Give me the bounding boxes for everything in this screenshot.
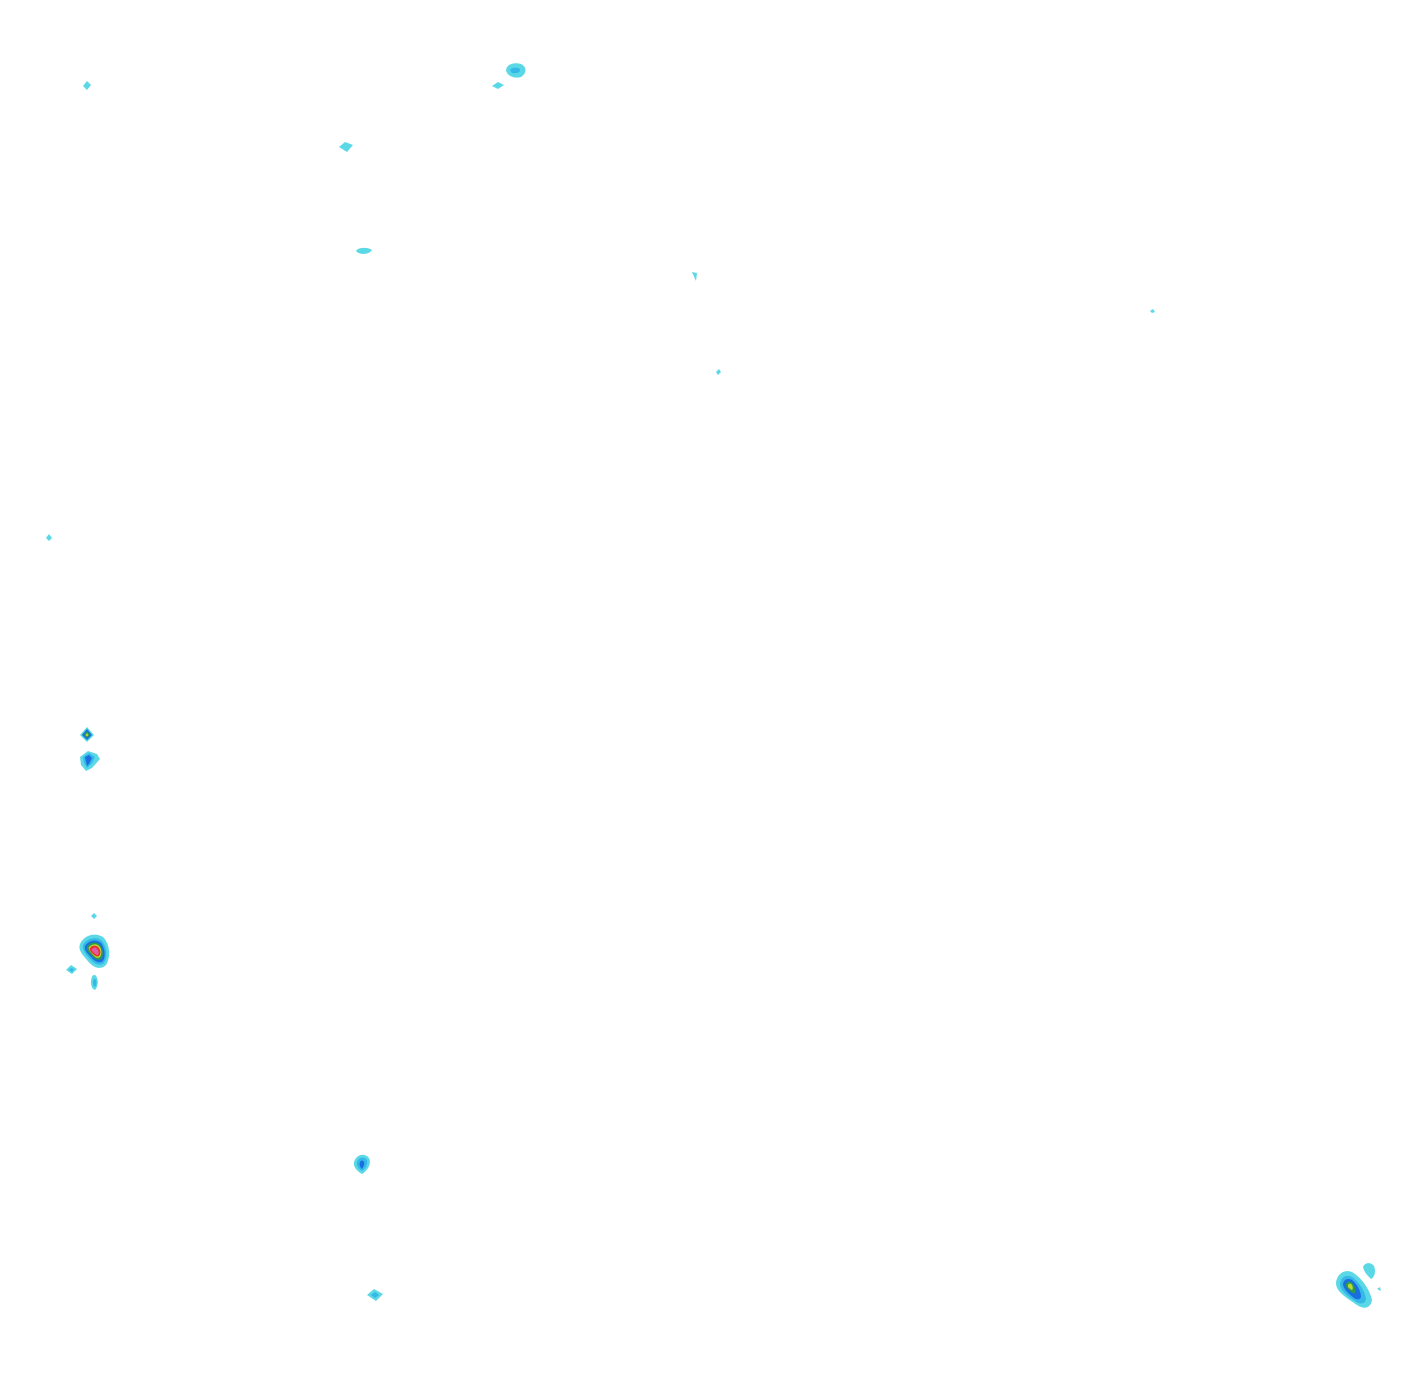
contour-blob [353,1154,370,1174]
contour-blob [339,142,353,152]
contour-blob [83,81,91,90]
contour-blob [1363,1263,1375,1279]
contour-blob [1377,1287,1381,1291]
contour-blob [91,913,97,919]
contour-blob [80,727,94,742]
contour-blob [716,369,721,375]
contour-blob [66,965,77,974]
contour-blob [1150,309,1155,313]
contour-blob [46,534,52,541]
contour-blob [80,751,100,771]
contour-blob [492,82,504,89]
contour-blob [692,272,697,281]
contour-blob [79,934,110,968]
contour-blob [1336,1271,1372,1308]
contour-blob [367,1289,383,1301]
contour-blob [506,63,526,78]
contour-blob [91,974,98,990]
contour-blob [356,247,372,254]
